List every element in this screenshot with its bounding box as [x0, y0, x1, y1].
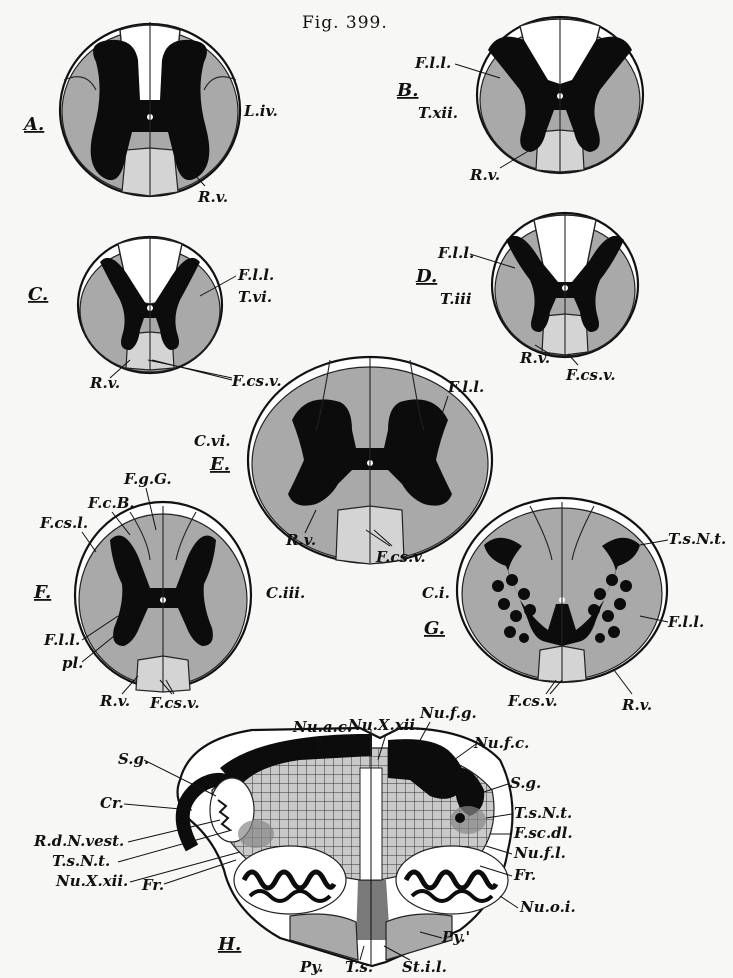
label-a-liv: L.iv.: [243, 102, 278, 120]
label-f-fgg: F.g.G.: [123, 470, 172, 488]
section-c: C. F.l.l. T.vi. R.v. F.cs.v.: [28, 237, 282, 392]
section-label-b: B.: [396, 80, 418, 101]
section-label-c: C.: [28, 284, 48, 305]
label-h-cr: Cr.: [100, 794, 124, 812]
label-h-nuac: Nu.a.c.: [292, 718, 352, 736]
label-c-fll: F.l.l.: [237, 266, 274, 284]
label-d-rv: R.v.: [519, 349, 550, 367]
label-h-nufl: Nu.f.l.: [513, 844, 566, 862]
label-d-fcsv: F.cs.v.: [565, 366, 616, 384]
label-h-nuoi: Nu.o.i.: [519, 898, 576, 916]
label-d-tiii: T.iii: [440, 290, 472, 308]
label-h-ts: T.s.: [345, 958, 373, 976]
label-c-fcsv: F.cs.v.: [231, 372, 282, 390]
label-g-fll: F.l.l.: [667, 613, 704, 631]
label-g-rv: R.v.: [621, 696, 652, 714]
label-a-rv: R.v.: [197, 188, 228, 206]
label-h-py-left: Py.: [299, 958, 324, 976]
label-f-fcsv: F.cs.v.: [149, 694, 200, 712]
label-g-ci: C.i.: [422, 584, 450, 602]
label-h-nufg: Nu.f.g.: [419, 704, 477, 722]
label-b-rv: R.v.: [469, 166, 500, 184]
label-h-nuxxii: Nu.X.xii.: [55, 872, 128, 890]
figure-title: Fig. 399.: [302, 13, 388, 33]
label-h-sg-left: S.g.: [118, 750, 149, 768]
label-f-ciii: C.iii.: [266, 584, 305, 602]
section-label-d: D.: [415, 266, 437, 287]
label-h-sg-right: S.g.: [510, 774, 541, 792]
label-f-pl: pl.: [62, 654, 83, 672]
label-f-fcb: F.c.B.: [87, 494, 135, 512]
label-c-rv: R.v.: [89, 374, 120, 392]
label-h-rdnvest: R.d.N.vest.: [33, 832, 124, 850]
label-d-fll: F.l.l.: [437, 244, 474, 262]
label-h-stil: St.i.l.: [402, 958, 447, 976]
label-e-rv: R.v.: [285, 531, 316, 549]
section-label-g: G.: [424, 618, 445, 639]
label-b-fll: F.l.l.: [414, 54, 451, 72]
label-h-tsnt-left: T.s.N.t.: [52, 852, 110, 870]
label-f-fll: F.l.l.: [43, 631, 80, 649]
label-e-cvi: C.vi.: [194, 432, 231, 450]
label-e-fll-top: F.l.l.: [447, 378, 484, 396]
label-e-fcsv: F.cs.v.: [375, 548, 426, 566]
section-label-e: E.: [209, 454, 230, 475]
label-b-txii: T.xii.: [418, 104, 458, 122]
label-h-py-right: Py.': [441, 928, 470, 946]
label-g-fcsv: F.cs.v.: [507, 692, 558, 710]
label-h-nufc: Nu.f.c.: [473, 734, 529, 752]
label-c-tvi: T.vi.: [238, 288, 272, 306]
label-g-tsnt: T.s.N.t.: [668, 530, 726, 548]
label-f-rv: R.v.: [99, 692, 130, 710]
label-h-nuxii: Nu.X.xii.: [347, 716, 420, 734]
section-a: A. L.iv. R.v.: [22, 22, 278, 206]
label-h-fscdl: F.sc.dl.: [513, 824, 573, 842]
section-label-f: F.: [33, 582, 51, 603]
label-f-fcsl: F.cs.l.: [39, 514, 88, 532]
label-h-fr-left: Fr.: [141, 876, 164, 894]
label-h-fr-right: Fr.: [513, 866, 536, 884]
section-label-a: A.: [22, 114, 44, 135]
section-b: F.l.l. B. T.xii. R.v.: [396, 17, 643, 184]
section-h: H. Nu.a.c. S.g. Cr. R.d.N.vest. T.s.N.t.…: [33, 704, 576, 976]
label-h-tsnt-right: T.s.N.t.: [514, 804, 572, 822]
section-label-h: H.: [217, 934, 241, 955]
section-g: T.s.N.t. C.i. G. F.l.l. F.cs.v. R.v.: [422, 498, 726, 714]
section-d: F.l.l. D. T.iii R.v. F.cs.v.: [415, 213, 638, 384]
